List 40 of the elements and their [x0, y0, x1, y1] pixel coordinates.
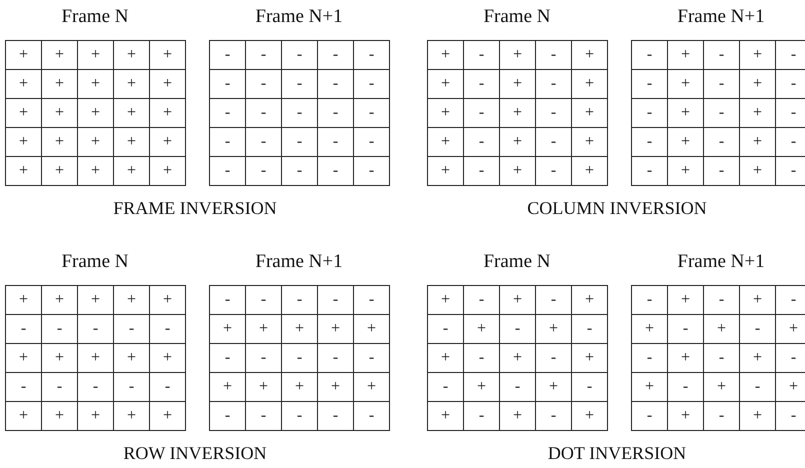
- polarity-cell: +: [149, 40, 186, 70]
- panel-caption: COLUMN INVERSION: [526, 198, 708, 219]
- polarity-cell: -: [353, 156, 390, 186]
- frame-heading: Frame N: [60, 6, 130, 28]
- panel-caption: DOT INVERSION: [546, 443, 688, 464]
- frame-heading: Frame N+1: [254, 6, 344, 28]
- frame-heading: Frame N+1: [676, 6, 766, 28]
- polarity-cell: -: [631, 285, 668, 315]
- polarity-cell: -: [631, 401, 668, 431]
- panel-caption: FRAME INVERSION: [112, 198, 278, 219]
- frame-heading: Frame N+1: [676, 251, 766, 273]
- polarity-cell: -: [353, 40, 390, 70]
- frame-heading: Frame N: [482, 6, 552, 28]
- polarity-cell: +: [5, 40, 42, 70]
- polarity-cell: -: [209, 285, 246, 315]
- polarity-cell: -: [631, 40, 668, 70]
- frame-heading: Frame N: [482, 251, 552, 273]
- polarity-cell: +: [149, 401, 186, 431]
- polarity-cell: -: [631, 156, 668, 186]
- polarity-cell: -: [209, 401, 246, 431]
- polarity-cell: -: [353, 401, 390, 431]
- polarity-cell: +: [427, 40, 464, 70]
- polarity-cell: +: [5, 401, 42, 431]
- frame-heading: Frame N: [60, 251, 130, 273]
- polarity-cell: +: [571, 156, 608, 186]
- polarity-cell: +: [149, 285, 186, 315]
- polarity-cell: -: [209, 156, 246, 186]
- polarity-cell: +: [571, 40, 608, 70]
- polarity-cell: +: [427, 401, 464, 431]
- polarity-cell: +: [427, 156, 464, 186]
- polarity-cell: +: [149, 156, 186, 186]
- frame-heading: Frame N+1: [254, 251, 344, 273]
- panel-caption: ROW INVERSION: [122, 443, 268, 464]
- polarity-cell: -: [209, 40, 246, 70]
- polarity-cell: +: [427, 285, 464, 315]
- polarity-cell: +: [5, 285, 42, 315]
- polarity-cell: +: [5, 156, 42, 186]
- polarity-cell: -: [353, 285, 390, 315]
- polarity-cell: +: [571, 285, 608, 315]
- polarity-cell: +: [571, 401, 608, 431]
